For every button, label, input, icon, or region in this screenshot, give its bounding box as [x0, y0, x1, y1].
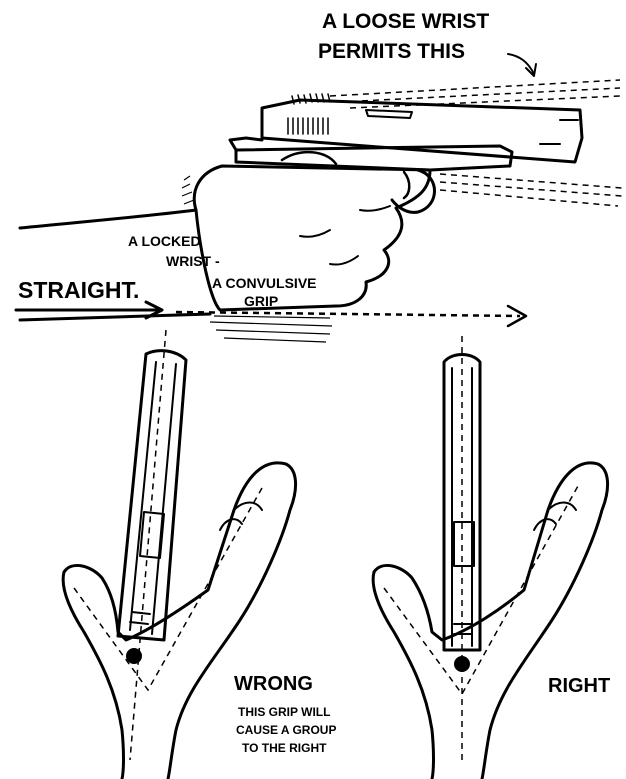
- straight-line-of-sight: [14, 300, 528, 328]
- muzzle-shake-lines: [329, 79, 623, 207]
- convulsive-grip-label-line1: A CONVULSIVE: [212, 275, 317, 291]
- wrong-grip-illustration: [61, 329, 297, 779]
- wrong-note-line1: THIS GRIP WILL: [238, 705, 330, 719]
- forearm: [18, 208, 212, 322]
- locked-wrist-label-line1: A LOCKED: [128, 233, 201, 249]
- loose-wrist-label-line1: A LOOSE WRIST: [322, 10, 489, 33]
- straight-label: STRAIGHT.: [18, 277, 139, 303]
- pistol-side-view: [228, 93, 584, 214]
- loose-wrist-label-line2: PERMITS THIS: [318, 40, 465, 63]
- wrong-note-line3: TO THE RIGHT: [242, 741, 327, 755]
- slide-serrations: [287, 93, 331, 135]
- gripping-hand: [181, 150, 432, 343]
- wrong-note-line2: CAUSE A GROUP: [236, 723, 336, 737]
- right-label: RIGHT: [548, 675, 610, 697]
- right-grip-illustration: [371, 336, 609, 779]
- convulsive-grip-label-line2: GRIP: [244, 293, 278, 309]
- wrong-label: WRONG: [234, 673, 313, 695]
- right-hammer-dot: [454, 656, 470, 672]
- arrow-to-muzzle: [507, 53, 537, 77]
- locked-wrist-label-line2: WRIST -: [166, 253, 220, 269]
